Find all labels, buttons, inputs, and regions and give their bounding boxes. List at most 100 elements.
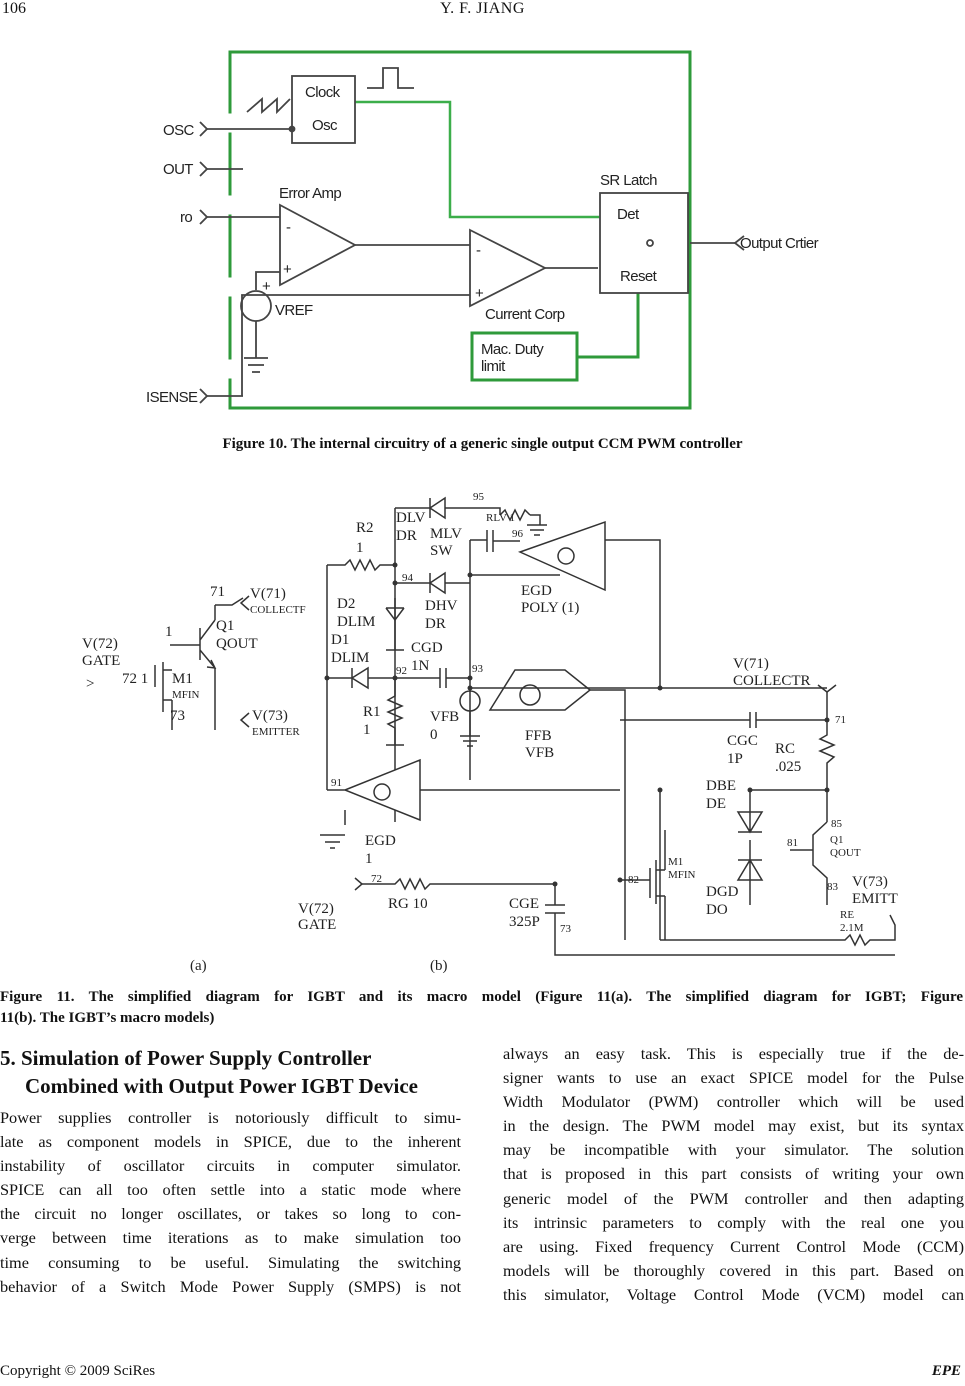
figure-10-caption: Figure 10. The internal circuitry of a g… bbox=[222, 436, 743, 452]
b-mlv: MLV bbox=[430, 526, 462, 542]
b-cge-value: 325P bbox=[509, 914, 540, 930]
page-footer: Copyright © 2009 SciRes EPE bbox=[0, 1363, 965, 1380]
a-qout: QOUT bbox=[216, 636, 258, 652]
figure-11-caption-line-2: 11(b). The IGBT’s macro models) bbox=[0, 1010, 215, 1026]
b-vfb-value: 0 bbox=[430, 727, 438, 743]
b-egd1: EGD bbox=[365, 833, 396, 849]
text-line: signer wants to use an exact SPICE model… bbox=[503, 1068, 964, 1088]
text-line: its intrinsic parameters to comply with … bbox=[503, 1212, 964, 1232]
section-title-line-2: Combined with Output Power IGBT Device bbox=[25, 1074, 418, 1098]
b-mfin: MFIN bbox=[668, 869, 696, 881]
b-node-91: 91 bbox=[331, 777, 342, 789]
b-collectr: COLLECTR bbox=[733, 673, 811, 689]
b-ffb: FFB bbox=[525, 728, 552, 744]
b-do: DO bbox=[706, 902, 728, 918]
a-node-72: 72 1 bbox=[122, 671, 148, 687]
text-line: this simulator, Voltage Control Mode (VC… bbox=[503, 1284, 964, 1304]
b-v73: V(73) bbox=[852, 874, 888, 890]
text-line: time consuming to be useful. Simulating … bbox=[0, 1252, 461, 1272]
b-node-72: 72 bbox=[371, 873, 382, 885]
a-emitter: EMITTER bbox=[252, 726, 300, 738]
b-node-93: 93 bbox=[472, 663, 484, 675]
a-q1: Q1 bbox=[216, 618, 234, 634]
b-re: RE bbox=[840, 909, 854, 921]
page-header: 106 Y. F. JIANG bbox=[0, 0, 965, 24]
b-node-82: 82 bbox=[628, 874, 639, 886]
b-de: DE bbox=[706, 796, 726, 812]
pin-ro: ro bbox=[180, 209, 192, 226]
b-r2-value: 1 bbox=[356, 540, 364, 556]
text-line: Width Modulator (PWM) controller which w… bbox=[503, 1092, 964, 1112]
a-v72: V(72) bbox=[82, 636, 118, 652]
b-emitt: EMITT bbox=[852, 891, 898, 907]
error-amp-label: Error Amp bbox=[279, 185, 341, 202]
limit-label: limit bbox=[481, 358, 506, 375]
text-line: SPICE can all too often settle into a st… bbox=[0, 1180, 461, 1200]
b-cge: CGE bbox=[509, 896, 539, 912]
text-line: generic model of the PWM controller and … bbox=[503, 1188, 964, 1208]
text-line: may be incompatible with your simulator.… bbox=[503, 1140, 964, 1160]
figure-11-caption: Figure 11. The simplified diagram for IG… bbox=[0, 987, 963, 1029]
sr-latch-label: SR Latch bbox=[600, 172, 657, 189]
figure-11-caption-line-1: Figure 11. The simplified diagram for IG… bbox=[0, 989, 963, 1005]
b-sw: SW bbox=[430, 543, 453, 559]
svg-text:+: + bbox=[475, 285, 484, 302]
text-line: Power supplies controller is notoriously… bbox=[0, 1108, 461, 1127]
pin-isense: ISENSE bbox=[146, 389, 198, 406]
b-d1: D1 bbox=[331, 632, 349, 648]
sr-latch-block bbox=[599, 192, 689, 294]
b-dgd: DGD bbox=[706, 884, 739, 900]
b-rc-value: .025 bbox=[775, 759, 801, 775]
b-rg: RG 10 bbox=[388, 896, 428, 912]
a-v71: V(71) bbox=[250, 586, 286, 602]
b-m1: M1 bbox=[668, 856, 683, 868]
b-r2: R2 bbox=[356, 520, 374, 536]
b-d2: D2 bbox=[337, 596, 355, 612]
a-node-71: 71 bbox=[210, 584, 225, 600]
b-qout: QOUT bbox=[830, 847, 861, 859]
right-column-text: always an easy task. This is especially … bbox=[503, 1042, 964, 1307]
b-dlv: DLV bbox=[396, 510, 426, 526]
osc-label: Osc bbox=[312, 117, 338, 134]
b-node-92: 92 bbox=[396, 665, 407, 677]
a-v73: V(73) bbox=[252, 708, 288, 724]
section-title-line-1: 5. Simulation of Power Supply Controller bbox=[0, 1046, 372, 1070]
clock-osc-block bbox=[291, 75, 356, 144]
svg-text:+: + bbox=[262, 278, 271, 295]
b-ffb-vfb: VFB bbox=[525, 745, 554, 761]
text-line: that is proposed in this part consists o… bbox=[503, 1164, 964, 1184]
svg-text:+: + bbox=[283, 261, 292, 278]
b-cgc-value: 1P bbox=[727, 751, 743, 767]
b-cgc: CGC bbox=[727, 733, 758, 749]
a-gate: GATE bbox=[82, 653, 120, 669]
error-amp bbox=[279, 203, 357, 287]
reset-label: Reset bbox=[620, 268, 658, 285]
b-node-94: 94 bbox=[402, 572, 414, 584]
b-dhv: DHV bbox=[425, 598, 458, 614]
b-poly: POLY (1) bbox=[521, 600, 579, 616]
pin-out: OUT bbox=[163, 161, 193, 178]
text-line: always an easy task. This is especially … bbox=[503, 1044, 964, 1063]
text-line: verge between time iterations as to make… bbox=[0, 1228, 461, 1248]
svg-text:-: - bbox=[476, 242, 481, 259]
b-re-value: 2.1M bbox=[840, 922, 864, 934]
b-dhv-dr: DR bbox=[425, 616, 446, 632]
text-line: behavior of a Switch Mode Power Supply (… bbox=[0, 1276, 461, 1296]
current-comp-label: Current Corp bbox=[485, 306, 565, 323]
text-line: are using. Fixed frequency Current Contr… bbox=[503, 1236, 964, 1256]
output-label: Output Crtier bbox=[740, 235, 819, 252]
clock-label: Clock bbox=[305, 84, 341, 101]
b-gate: GATE bbox=[298, 917, 336, 933]
text-line: in the design. The PWM model may exist, … bbox=[503, 1116, 964, 1136]
page-number: 106 bbox=[2, 0, 26, 17]
left-column-text: Power supplies controller is notoriously… bbox=[0, 1106, 461, 1299]
a-gate-arrow: > bbox=[86, 676, 94, 692]
a-collectr: COLLECTF bbox=[250, 604, 306, 616]
b-r1: R1 bbox=[363, 704, 381, 720]
a-node-1: 1 bbox=[165, 624, 173, 640]
b-node-81: 81 bbox=[787, 837, 798, 849]
vref-label: VREF bbox=[275, 302, 313, 319]
b-r1-value: 1 bbox=[363, 722, 371, 738]
b-egd: EGD bbox=[521, 583, 552, 599]
b-d1-dlim: DLIM bbox=[331, 650, 369, 666]
